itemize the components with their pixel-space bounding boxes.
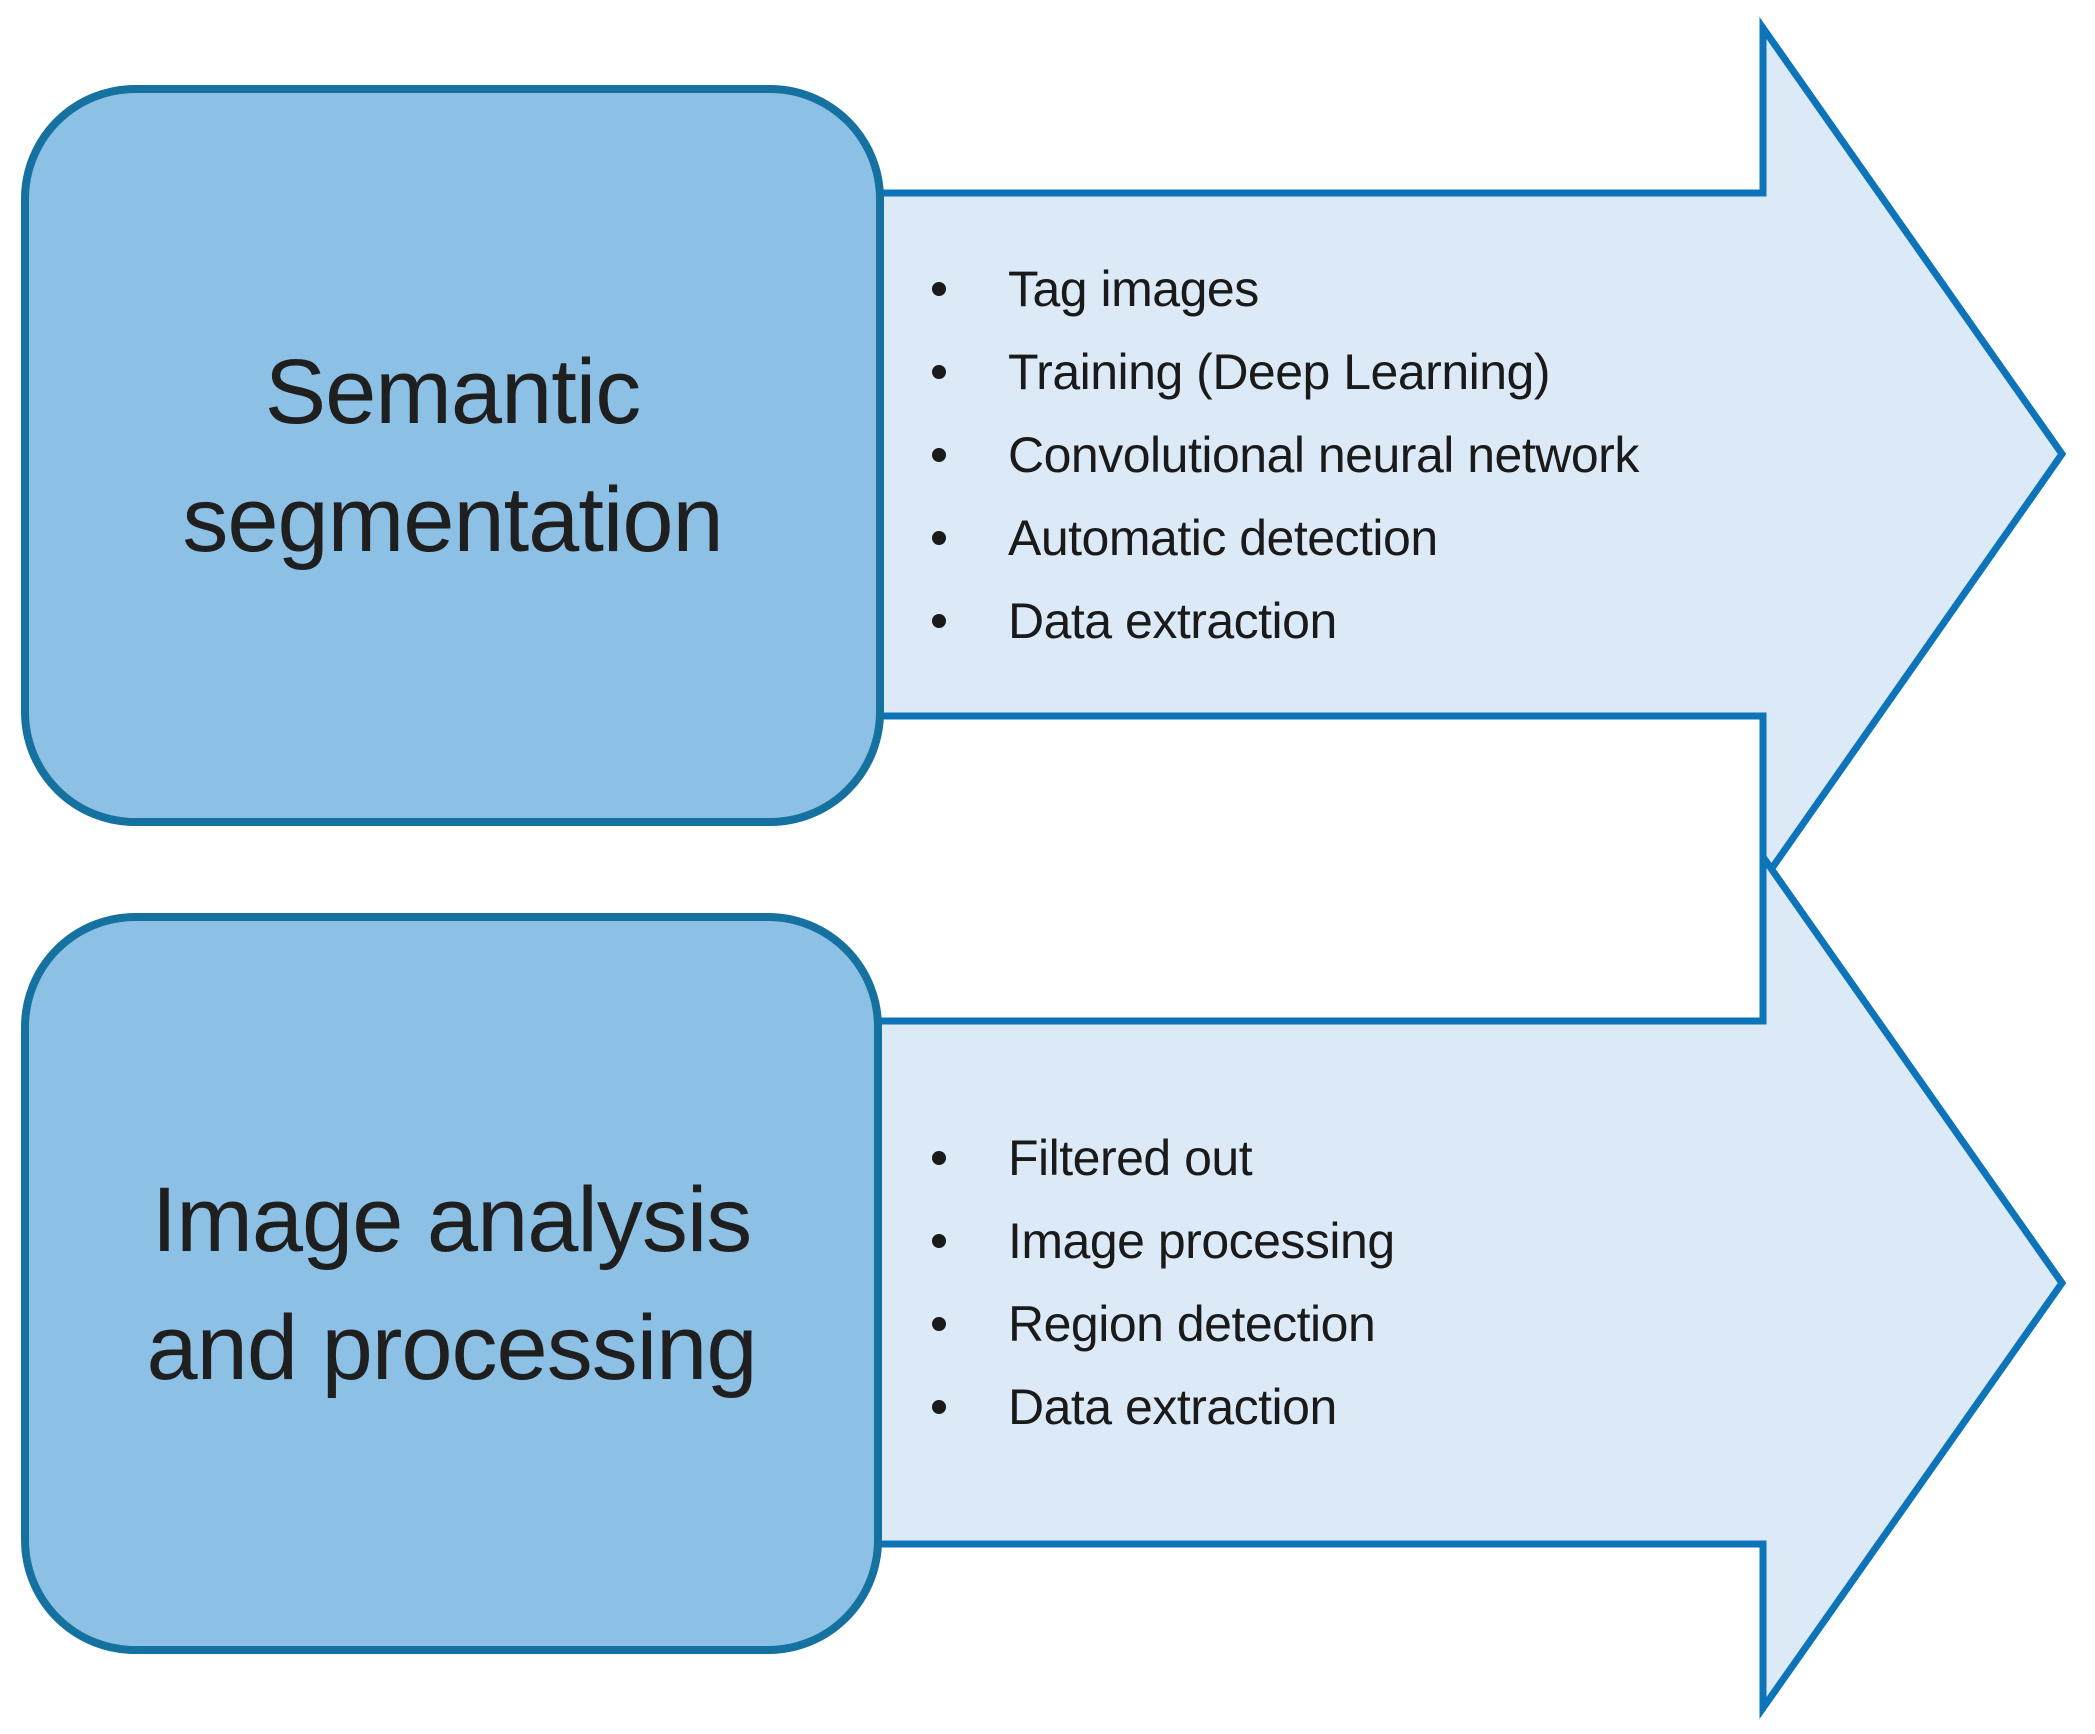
title-line: and processing [146, 1296, 758, 1399]
bullet-marker-icon [930, 1151, 1008, 1165]
bullet-label: Convolutional neural network [1008, 426, 1639, 483]
bullet-marker-icon [930, 614, 1008, 628]
bullet-marker-icon [930, 1400, 1008, 1414]
bullet-label: Training (Deep Learning) [1008, 343, 1551, 400]
image-analysis-bullet-list: Filtered out Image processing Region det… [930, 1021, 1760, 1544]
bullet-marker-icon [930, 448, 1008, 462]
bullet-marker-icon [930, 365, 1008, 379]
bullet-label: Automatic detection [1008, 509, 1438, 566]
semantic-segmentation-box [21, 85, 884, 826]
bullet-marker-icon [930, 1317, 1008, 1331]
bullet-label: Tag images [1008, 260, 1259, 317]
semantic-segmentation-bullet-list: Tag images Training (Deep Learning) Conv… [930, 193, 1760, 716]
bullet-marker-icon [930, 531, 1008, 545]
title-line: Image analysis [151, 1168, 753, 1271]
bullet-item: Tag images [930, 247, 1760, 330]
semantic-segmentation-title: Semantic segmentation [25, 89, 880, 822]
bullet-marker-icon [930, 282, 1008, 296]
bullet-item: Filtered out [930, 1117, 1760, 1200]
bullet-item: Region detection [930, 1283, 1760, 1366]
bullet-item: Image processing [930, 1200, 1760, 1283]
image-analysis-title: Image analysis and processing [25, 917, 878, 1650]
bullet-item: Automatic detection [930, 496, 1760, 579]
title-line: segmentation [182, 468, 723, 571]
bullet-label: Data extraction [1008, 1379, 1337, 1435]
bullet-item: Training (Deep Learning) [930, 330, 1760, 413]
bullet-item: Data extraction [930, 579, 1760, 662]
image-analysis-box [21, 913, 882, 1654]
bullet-label: Data extraction [1008, 592, 1337, 649]
bullet-label: Image processing [1008, 1213, 1395, 1269]
bullet-label: Filtered out [1008, 1130, 1253, 1186]
bullet-marker-icon [930, 1234, 1008, 1248]
bullet-item: Convolutional neural network [930, 413, 1760, 496]
title-line: Semantic [264, 340, 641, 443]
bullet-item: Data extraction [930, 1366, 1760, 1449]
bullet-label: Region detection [1008, 1296, 1376, 1352]
